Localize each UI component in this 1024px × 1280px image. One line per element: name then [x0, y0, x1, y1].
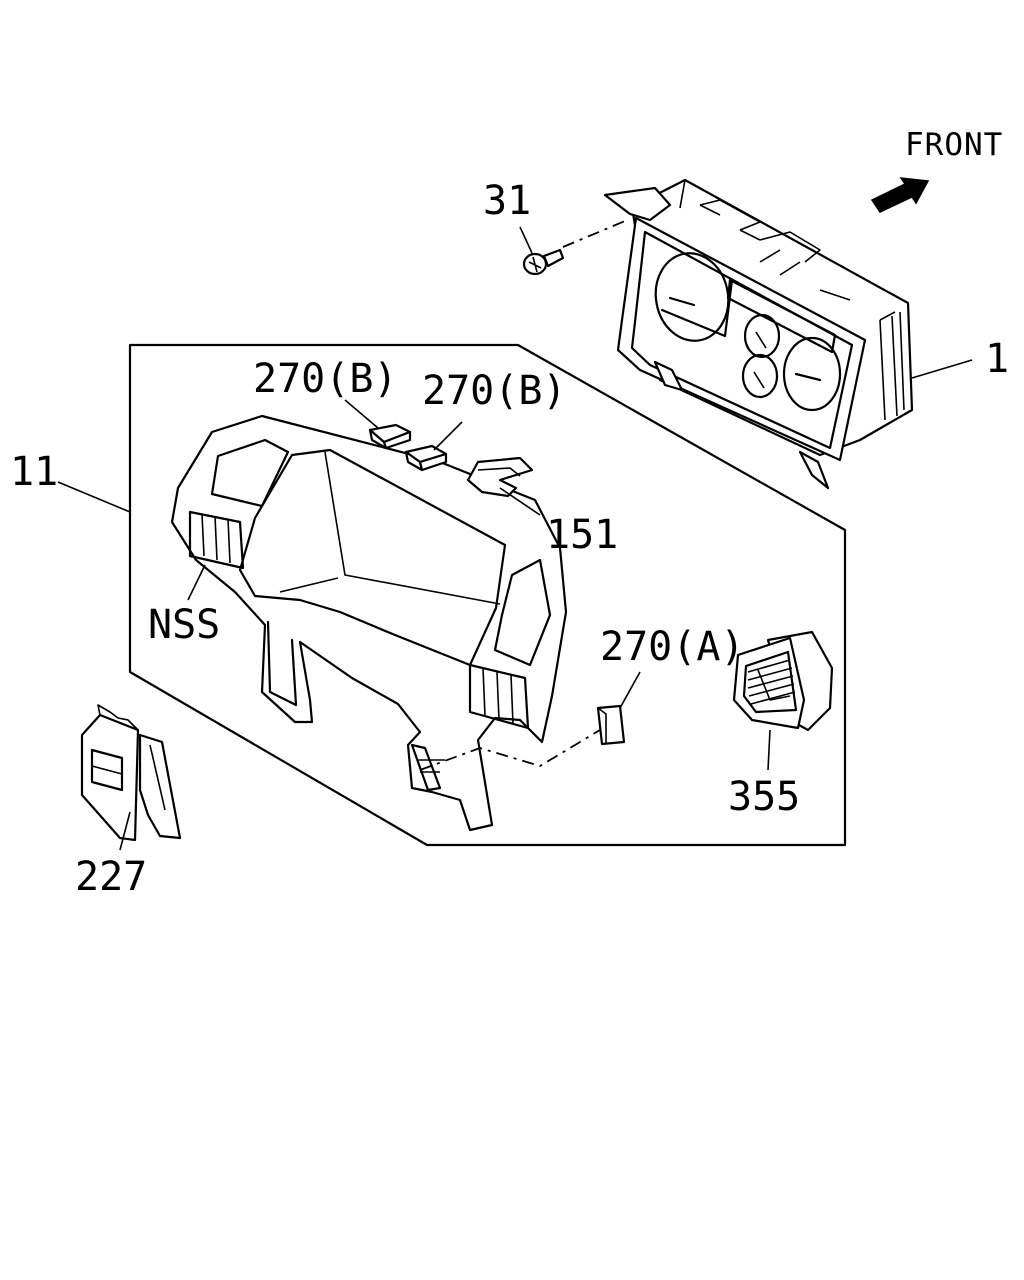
label-11: 11	[10, 449, 58, 495]
label-nss: NSS	[148, 602, 220, 648]
group-frame-11	[128, 343, 847, 847]
leader-1	[911, 359, 973, 379]
leader-270a-dash	[419, 729, 601, 771]
air-vent-part-355	[732, 630, 834, 732]
clip-270b-1	[368, 423, 412, 450]
leader-270a	[619, 671, 641, 709]
leader-270b-2	[433, 421, 463, 451]
meter-assembly-part-1	[603, 178, 914, 490]
clip-270b-2	[404, 444, 448, 472]
screw-part-31	[522, 248, 565, 276]
label-1: 1	[985, 336, 1009, 382]
leader-nss	[187, 564, 206, 601]
leader-227	[119, 811, 131, 851]
label-270b-1: 270(B)	[253, 356, 398, 402]
leader-270b-1	[344, 399, 379, 429]
label-270b-2: 270(B)	[422, 368, 567, 414]
label-270a: 270(A)	[600, 624, 745, 670]
leader-151	[499, 487, 541, 516]
front-arrow-icon	[870, 177, 930, 213]
cluster-garnish	[170, 414, 568, 832]
label-227: 227	[75, 854, 147, 900]
leader-11	[57, 481, 131, 513]
leader-355	[767, 729, 771, 771]
label-355: 355	[728, 774, 800, 820]
leader-31	[519, 226, 533, 254]
front-label: FRONT	[905, 127, 1003, 163]
label-31: 31	[483, 178, 531, 224]
clip-270a	[596, 704, 626, 746]
switch-part-227	[80, 704, 182, 842]
label-151: 151	[546, 512, 618, 558]
leader-31-dash	[562, 220, 626, 248]
bracket-part-151	[466, 456, 534, 498]
